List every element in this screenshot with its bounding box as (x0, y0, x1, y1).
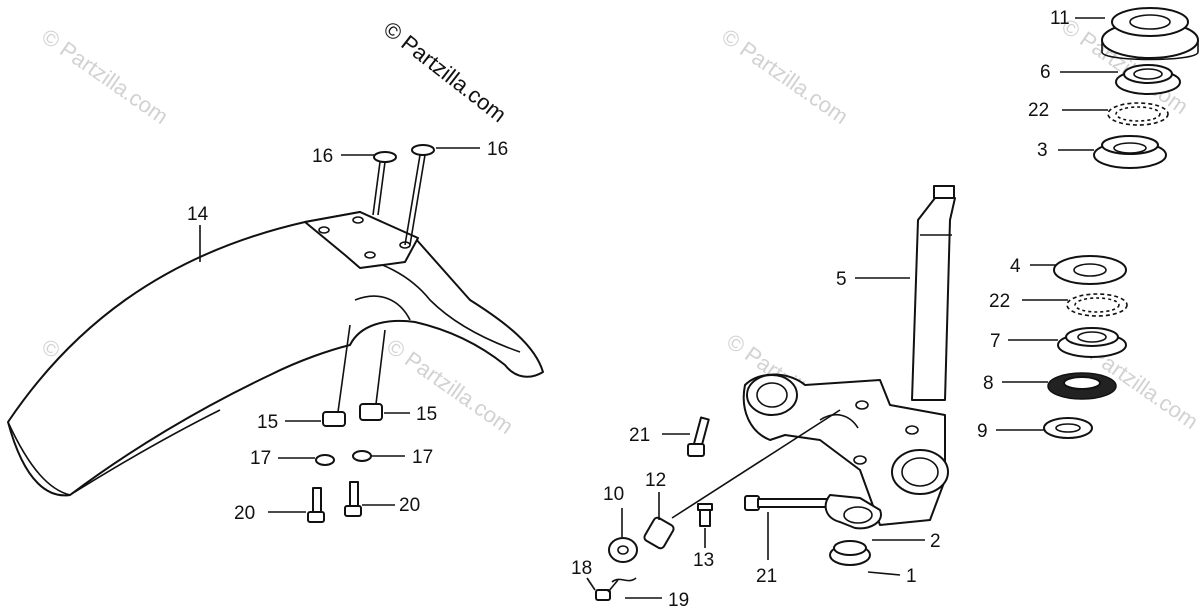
nut-part-11 (1101, 7, 1199, 61)
washer-part-17-right (352, 450, 372, 462)
callout-21-lower: 21 (756, 566, 777, 587)
callout-8: 8 (983, 373, 994, 394)
callout-17-left: 17 (250, 448, 271, 469)
bolt-part-20-left (307, 487, 325, 523)
callout-20-right: 20 (399, 495, 420, 516)
callout-4: 4 (1010, 256, 1021, 277)
dust-seal-part-4 (1053, 255, 1127, 285)
callout-10: 10 (603, 484, 624, 505)
callout-labels: 11 6 22 3 4 22 7 8 9 5 16 16 14 15 15 17… (187, 8, 1070, 611)
spring-part-19 (611, 577, 637, 583)
callout-18: 18 (571, 558, 592, 579)
washer-part-17-left (315, 454, 335, 466)
leader-lines (199, 17, 1118, 599)
main-watermark: © Partzilla.com (379, 16, 511, 127)
callout-12: 12 (645, 470, 666, 491)
lock-part-10 (608, 537, 638, 563)
callout-15-right: 15 (416, 404, 437, 425)
screw-part-18 (595, 579, 619, 601)
callout-16-right: 16 (487, 139, 508, 160)
callout-11: 11 (1050, 8, 1070, 29)
callout-17-right: 17 (412, 447, 433, 468)
bolt-part-13 (697, 503, 713, 527)
faint-watermark-1: © Partzilla.com (37, 24, 173, 130)
cable-part-12 (643, 409, 841, 550)
callout-9: 9 (977, 421, 988, 442)
callout-5: 5 (836, 269, 847, 290)
dust-seal-part-8 (1047, 372, 1117, 400)
callout-19: 19 (668, 590, 689, 611)
callout-6: 6 (1040, 62, 1051, 83)
grommet-part-1 (829, 540, 871, 566)
callout-2: 2 (930, 531, 941, 552)
callout-15-left: 15 (257, 412, 278, 433)
washer-part-9 (1043, 417, 1093, 439)
callout-22-upper: 22 (1028, 100, 1049, 121)
bolt-part-16-left (372, 151, 397, 216)
nut-part-15-left (322, 324, 351, 427)
callout-3: 3 (1037, 140, 1048, 161)
callout-20-left: 20 (234, 503, 255, 524)
callout-1: 1 (906, 566, 917, 587)
band-part-2 (824, 494, 882, 530)
bolt-part-20-right (344, 481, 362, 517)
callout-22-lower: 22 (989, 291, 1010, 312)
nut-part-15-right (359, 329, 386, 421)
bearing-race-part-3 (1093, 135, 1167, 169)
bolt-part-21-lower (744, 495, 829, 511)
callout-16-left: 16 (312, 146, 333, 167)
steering-stem-part-5 (742, 185, 956, 526)
bolt-part-21-upper (687, 416, 710, 457)
steel-balls-part-22-upper (1107, 102, 1169, 126)
callout-14: 14 (187, 204, 209, 225)
callout-7: 7 (990, 331, 1001, 352)
steel-balls-part-22-lower (1066, 293, 1128, 317)
callout-13: 13 (693, 550, 714, 571)
faint-watermark-2: © Partzilla.com (717, 24, 853, 130)
bolt-part-16-right (404, 144, 435, 246)
bearing-race-part-6 (1115, 64, 1181, 95)
front-fender-part-14 (7, 211, 544, 497)
bearing-race-part-7 (1057, 327, 1127, 358)
callout-21-upper: 21 (629, 425, 650, 446)
